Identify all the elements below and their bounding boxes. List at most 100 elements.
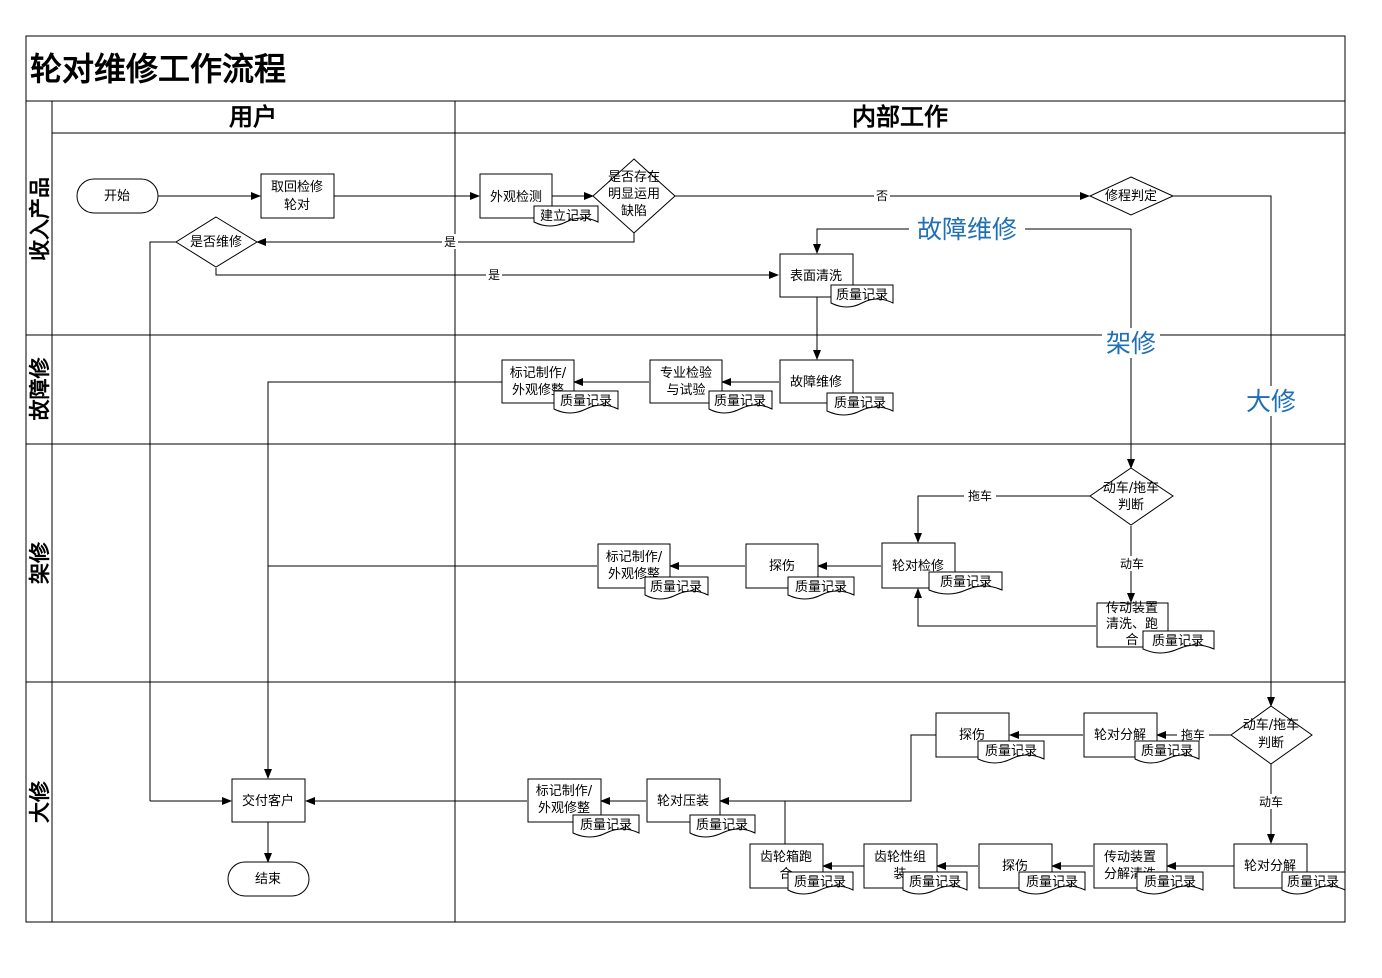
svg-text:质量记录: 质量记录 bbox=[909, 875, 961, 890]
svg-text:质量记录: 质量记录 bbox=[940, 575, 992, 590]
start-terminator[interactable]: 开始 bbox=[76, 178, 159, 214]
start-label: 开始 bbox=[104, 189, 130, 204]
column-header-user: 用户 bbox=[229, 103, 277, 131]
svg-text:质量记录: 质量记录 bbox=[985, 744, 1037, 759]
svg-text:质量记录: 质量记录 bbox=[1144, 875, 1196, 890]
document-create-record[interactable]: 建立记录 bbox=[533, 205, 599, 227]
svg-text:质量记录: 质量记录 bbox=[836, 288, 888, 303]
disassemble-2-label: 轮对分解 bbox=[1244, 859, 1296, 874]
drive-clean-ov-line-1: 传动装置 bbox=[1104, 850, 1156, 865]
mark-fault-line-1: 标记制作/ bbox=[510, 366, 567, 381]
svg-text:质量记录: 质量记录 bbox=[795, 580, 847, 595]
process-retrieve-wheelset[interactable]: 取回检修 轮对 bbox=[260, 173, 335, 219]
edge-label-no: 否 bbox=[876, 189, 888, 203]
judge-label: 修程判定 bbox=[1105, 189, 1157, 204]
deliver-label: 交付客户 bbox=[242, 793, 294, 809]
mark-frame-line-1: 标记制作/ bbox=[606, 550, 663, 565]
edge-label-trailer-1: 拖车 bbox=[968, 488, 992, 503]
process-flaw-detect-frame[interactable]: 探伤 bbox=[745, 543, 819, 589]
category-label-fault: 故障维修 bbox=[917, 215, 1017, 244]
process-professional-inspect[interactable]: 专业检验 与试验 bbox=[649, 359, 723, 404]
category-labels: 故障维修 架修 大修 bbox=[909, 214, 1301, 416]
drive-clean-frame-line-1: 传动装置 bbox=[1106, 601, 1158, 616]
flaw-ov2-label: 探伤 bbox=[1002, 859, 1028, 874]
mark-fault-line-2: 外观修整 bbox=[512, 383, 564, 398]
defect-q-line-2: 明显运用 bbox=[608, 187, 660, 202]
document-quality-record[interactable]: 质量记录 bbox=[1281, 871, 1346, 895]
flaw-frame-label: 探伤 bbox=[769, 559, 795, 574]
lane-label-fault: 故障修 bbox=[28, 357, 52, 421]
document-quality-record[interactable]: 质量记录 bbox=[1018, 871, 1086, 895]
edge-label-yes-2: 是 bbox=[488, 268, 500, 282]
edge-label-motor-2: 动车 bbox=[1259, 794, 1283, 809]
flaw-ov1-label: 探伤 bbox=[959, 728, 985, 743]
drive-clean-frame-line-2: 清洗、跑 bbox=[1106, 617, 1158, 632]
process-deliver-customer[interactable]: 交付客户 bbox=[231, 778, 306, 823]
defect-q-line-3: 缺陷 bbox=[621, 204, 647, 219]
svg-text:质量记录: 质量记录 bbox=[794, 875, 846, 890]
mark-ov-line-2: 外观修整 bbox=[538, 801, 590, 816]
edge-labels: 否 是 是 拖车 动车 拖车 动车 bbox=[442, 188, 1287, 809]
page-title: 轮对维修工作流程 bbox=[30, 50, 286, 88]
disassemble-1-label: 轮对分解 bbox=[1094, 728, 1146, 743]
repair-q-label: 是否维修 bbox=[190, 235, 242, 250]
svg-text:质量记录: 质量记录 bbox=[1287, 875, 1339, 890]
svg-text:质量记录: 质量记录 bbox=[696, 818, 748, 833]
decision-motor-trailer-overhaul[interactable]: 动车/拖车 判断 bbox=[1230, 705, 1313, 765]
defect-q-line-1: 是否存在 bbox=[608, 170, 660, 185]
motor-q2-line-1: 动车/拖车 bbox=[1243, 717, 1299, 733]
document-quality-record[interactable]: 质量记录 bbox=[928, 571, 1003, 595]
svg-text:质量记录: 质量记录 bbox=[1152, 634, 1204, 649]
edge-label-yes-1: 是 bbox=[444, 235, 456, 249]
decision-motor-trailer-frame[interactable]: 动车/拖车 判断 bbox=[1089, 467, 1174, 526]
svg-text:质量记录: 质量记录 bbox=[580, 818, 632, 833]
document-quality-record[interactable]: 质量记录 bbox=[572, 814, 640, 838]
surface-clean-label: 表面清洗 bbox=[790, 269, 842, 284]
edge-label-motor-1: 动车 bbox=[1120, 556, 1144, 571]
visual-inspect-label: 外观检测 bbox=[490, 190, 542, 205]
retrieve-line-2: 轮对 bbox=[284, 198, 310, 213]
svg-text:质量记录: 质量记录 bbox=[714, 394, 766, 409]
document-quality-record[interactable]: 质量记录 bbox=[787, 871, 854, 895]
document-quality-record[interactable]: 质量记录 bbox=[553, 390, 619, 414]
document-quality-record[interactable]: 质量记录 bbox=[644, 576, 709, 600]
svg-text:质量记录: 质量记录 bbox=[1026, 875, 1078, 890]
svg-text:质量记录: 质量记录 bbox=[650, 580, 702, 595]
document-quality-record[interactable]: 质量记录 bbox=[826, 392, 894, 416]
decision-defect[interactable]: 是否存在 明显运用 缺陷 bbox=[592, 158, 676, 234]
press-fit-label: 轮对压装 bbox=[657, 794, 709, 809]
document-quality-record[interactable]: 质量记录 bbox=[1136, 871, 1204, 895]
document-quality-record[interactable]: 质量记录 bbox=[787, 576, 855, 600]
fault-repair-label: 故障维修 bbox=[790, 375, 842, 390]
motor-q1-line-2: 判断 bbox=[1118, 498, 1144, 513]
lane-label-frame: 架修 bbox=[28, 541, 52, 584]
document-quality-record[interactable]: 质量记录 bbox=[689, 814, 756, 838]
document-quality-record[interactable]: 质量记录 bbox=[902, 871, 968, 895]
document-quality-record[interactable]: 质量记录 bbox=[1142, 630, 1215, 654]
gearbox-run-line-1: 齿轮箱跑 bbox=[760, 849, 812, 865]
category-label-overhaul: 大修 bbox=[1246, 387, 1296, 416]
svg-text:质量记录: 质量记录 bbox=[834, 396, 886, 411]
end-label: 结束 bbox=[255, 872, 281, 887]
decision-repair[interactable]: 是否维修 bbox=[175, 216, 258, 268]
decision-repair-class[interactable]: 修程判定 bbox=[1088, 176, 1175, 216]
document-quality-record[interactable]: 质量记录 bbox=[830, 284, 894, 308]
category-label-frame: 架修 bbox=[1106, 329, 1156, 358]
pro-inspect-line-1: 专业检验 bbox=[660, 365, 712, 381]
motor-q1-line-1: 动车/拖车 bbox=[1103, 480, 1159, 496]
motor-q2-line-2: 判断 bbox=[1258, 736, 1284, 751]
document-quality-record[interactable]: 质量记录 bbox=[708, 390, 773, 414]
lane-label-overhaul: 大修 bbox=[28, 780, 52, 823]
gear-assemble-line-1: 齿轮性组 bbox=[874, 850, 926, 865]
svg-text:质量记录: 质量记录 bbox=[1141, 744, 1193, 759]
process-visual-inspect[interactable]: 外观检测 bbox=[479, 173, 553, 219]
doc-create-label: 建立记录 bbox=[540, 209, 592, 224]
end-terminator[interactable]: 结束 bbox=[227, 861, 310, 897]
mark-ov-line-1: 标记制作/ bbox=[536, 784, 593, 799]
document-quality-record[interactable]: 质量记录 bbox=[1134, 740, 1200, 764]
svg-text:质量记录: 质量记录 bbox=[560, 394, 612, 409]
edge-label-trailer-2: 拖车 bbox=[1181, 727, 1205, 742]
document-quality-record[interactable]: 质量记录 bbox=[977, 740, 1045, 764]
connectors bbox=[149, 192, 1275, 870]
